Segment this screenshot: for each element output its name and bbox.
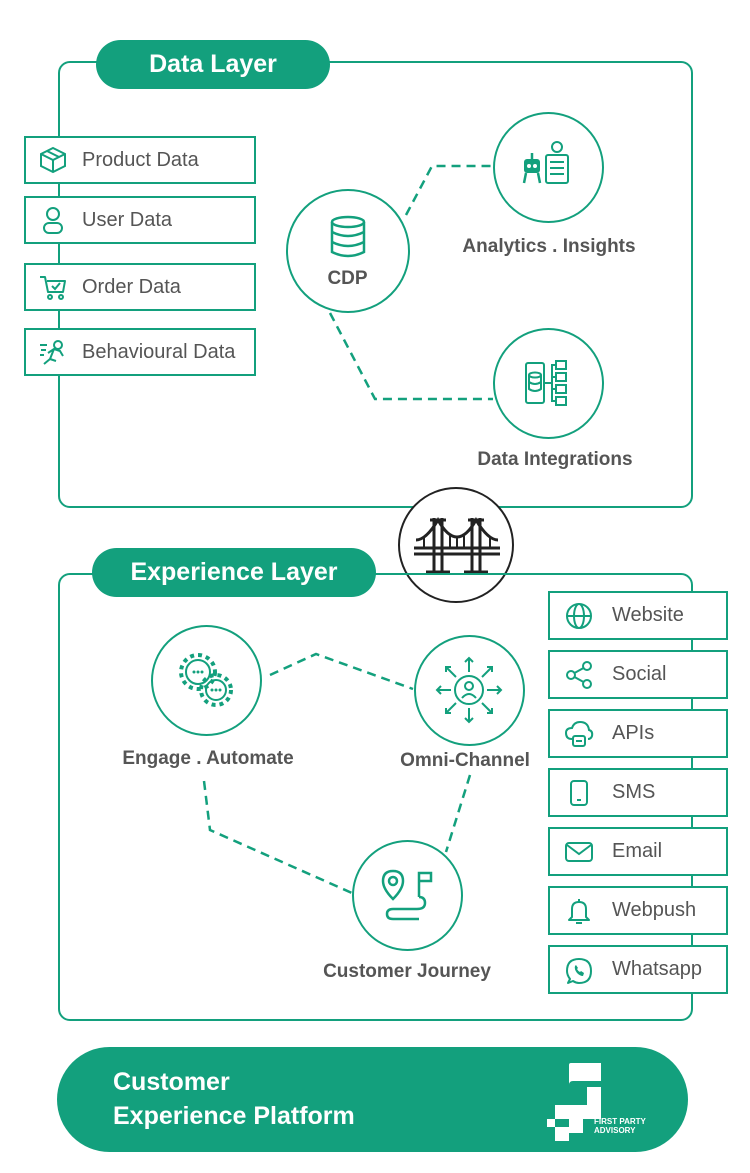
gears-icon bbox=[179, 653, 233, 707]
channel-apis: APIs bbox=[548, 709, 728, 758]
logo-text-line1: FIRST PARTY bbox=[594, 1117, 646, 1126]
package-icon bbox=[40, 146, 66, 174]
analytics-insights-icon bbox=[522, 141, 569, 184]
footer-title-line1: Customer bbox=[113, 1068, 230, 1096]
footer-title-line2: Experience Platform bbox=[113, 1102, 355, 1130]
channel-webpush: Webpush bbox=[548, 886, 728, 935]
integrations-label: Data Integrations bbox=[477, 449, 633, 470]
bell-icon bbox=[568, 898, 590, 924]
engage-node bbox=[151, 625, 262, 736]
database-icon bbox=[330, 215, 366, 258]
footer-title: Customer Experience Platform bbox=[113, 1065, 453, 1133]
engage-label: Engage . Automate bbox=[122, 748, 294, 769]
mail-icon bbox=[565, 841, 593, 862]
analytics-node bbox=[493, 112, 604, 223]
data-source-label: Product Data bbox=[82, 148, 199, 171]
behaviour-icon bbox=[40, 340, 64, 365]
experience-layer-title: Experience Layer bbox=[92, 548, 376, 597]
channel-label: SMS bbox=[612, 781, 656, 803]
data-source-label: Order Data bbox=[82, 275, 181, 298]
omni-channel-icon bbox=[435, 656, 503, 724]
omni-channel-node bbox=[414, 635, 525, 746]
channel-email: Email bbox=[548, 827, 728, 876]
channel-label: APIs bbox=[612, 722, 655, 744]
channel-label: Webpush bbox=[612, 899, 697, 921]
journey-label: Customer Journey bbox=[323, 961, 491, 982]
channel-label: Whatsapp bbox=[612, 958, 703, 980]
data-source-behavioural: Behavioural Data bbox=[24, 328, 256, 376]
analytics-label: Analytics . Insights bbox=[462, 236, 636, 257]
data-layer-title: Data Layer bbox=[96, 40, 330, 89]
channel-label: Website bbox=[612, 604, 684, 626]
channel-social: Social bbox=[548, 650, 728, 699]
channel-whatsapp: Whatsapp bbox=[548, 945, 728, 994]
globe-icon bbox=[566, 602, 592, 629]
share-icon bbox=[566, 660, 592, 689]
bridge-icon bbox=[414, 517, 500, 574]
channel-label: Email bbox=[612, 840, 663, 862]
cdp-label: CDP bbox=[327, 268, 368, 289]
logo-mark bbox=[547, 1063, 601, 1141]
channel-label: Social bbox=[612, 663, 667, 685]
bridge-node bbox=[398, 487, 514, 603]
whatsapp-icon bbox=[566, 957, 592, 984]
route-icon bbox=[381, 869, 433, 921]
data-source-product: Product Data bbox=[24, 136, 256, 184]
integrations-node bbox=[493, 328, 604, 439]
data-source-label: User Data bbox=[82, 208, 173, 231]
omni-channel-label: Omni-Channel bbox=[400, 750, 530, 771]
user-icon bbox=[43, 207, 63, 234]
footer-banner: Customer Experience Platform FIRST PARTY… bbox=[57, 1047, 688, 1152]
channel-sms: SMS bbox=[548, 768, 728, 817]
data-source-user: User Data bbox=[24, 196, 256, 244]
logo-text-line2: ADVISORY bbox=[594, 1126, 636, 1135]
data-integration-icon bbox=[525, 360, 567, 406]
journey-node bbox=[352, 840, 463, 951]
cart-icon bbox=[40, 276, 66, 300]
logo-text: FIRST PARTY ADVISORY bbox=[594, 1117, 646, 1135]
cloud-lock-icon bbox=[564, 720, 594, 747]
data-source-order: Order Data bbox=[24, 263, 256, 311]
company-logo: FIRST PARTY ADVISORY bbox=[547, 1061, 667, 1143]
data-source-label: Behavioural Data bbox=[82, 340, 236, 363]
phone-icon bbox=[570, 779, 588, 806]
channel-website: Website bbox=[548, 591, 728, 640]
cdp-node: CDP bbox=[286, 189, 410, 313]
